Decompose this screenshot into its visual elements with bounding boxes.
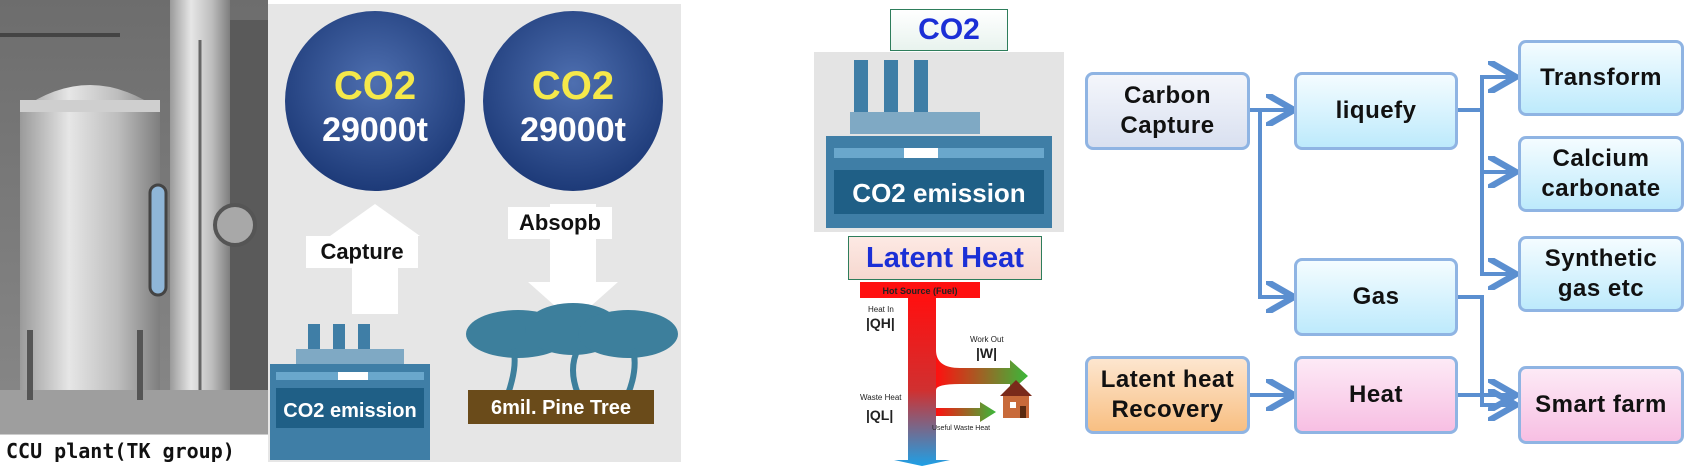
middle-factory-label: CO2 emission	[852, 178, 1025, 208]
photo-caption: CCU plant(TK group)	[0, 434, 268, 466]
transform-label: Transform	[1540, 64, 1662, 91]
factory-label: CO2 emission	[283, 400, 416, 422]
tree-label: 6mil. Pine Tree	[491, 397, 631, 419]
left-circle-amount: 29000t	[322, 111, 428, 149]
left-circle-co2: CO2	[334, 64, 416, 108]
capture-label: Capture	[306, 236, 418, 268]
right-co2-circle	[483, 11, 663, 191]
co2-title: CO2	[890, 9, 1008, 51]
heat-in-symbol: |QH|	[866, 315, 895, 331]
pine-tree-icon	[466, 303, 678, 424]
house-icon	[1000, 380, 1032, 418]
capture-absorb-graphic: CO2 29000t CO2 29000t CO2 emission 6	[270, 11, 678, 460]
synthetic-gas-box: Synthetic gas etc	[1518, 236, 1684, 312]
right-circle-amount: 29000t	[520, 111, 626, 149]
middle-factory-graphic: CO2 emission	[814, 52, 1064, 232]
liquefy-box: liquefy	[1294, 72, 1458, 150]
calcium-carbonate-box: Calcium carbonate	[1518, 136, 1684, 212]
ccu-plant-photo: CCU plant(TK group)	[0, 0, 268, 466]
heat-engine-diagram: Hot Source (Fuel) Heat In |QH| Work Out …	[860, 282, 1032, 466]
arrow-capture-to-gas	[1258, 110, 1290, 297]
factory-icon	[270, 324, 430, 460]
calcium-carbonate-label: Calcium carbonate	[1541, 145, 1661, 202]
absorb-label: Absopb	[508, 207, 612, 239]
gas-box: Gas	[1294, 258, 1458, 336]
latent-heat-recovery-label: Latent heat Recovery	[1100, 366, 1235, 423]
heat-label: Heat	[1348, 381, 1404, 408]
latent-heat-recovery-box: Latent heat Recovery	[1085, 356, 1250, 434]
capture-vs-absorb-panel: CO2 29000t CO2 29000t CO2 emission 6	[268, 4, 681, 462]
arrow-liquefy-to-calcium	[1480, 110, 1512, 172]
liquefy-label: liquefy	[1335, 97, 1417, 124]
left-co2-circle	[285, 11, 465, 191]
gas-label: Gas	[1352, 283, 1400, 310]
smart-farm-box: Smart farm	[1518, 366, 1684, 444]
heat-box: Heat	[1294, 356, 1458, 434]
transform-box: Transform	[1518, 40, 1684, 116]
work-out-symbol: |W|	[976, 345, 997, 361]
arrow-liquefy-to-transform	[1458, 77, 1512, 112]
ccu-plant-image	[0, 0, 268, 466]
carbon-capture-box: Carbon Capture	[1085, 72, 1250, 150]
arrow-liquefy-to-synthetic	[1480, 172, 1512, 274]
arrow-gas-to-smartfarm	[1458, 295, 1512, 405]
useful-waste-heat-label: Useful Waste Heat	[932, 425, 990, 432]
hot-source-label: Hot Source (Fuel)	[882, 286, 957, 296]
right-circle-co2: CO2	[532, 64, 614, 108]
synthetic-gas-label: Synthetic gas etc	[1544, 245, 1658, 302]
smart-farm-label: Smart farm	[1535, 391, 1667, 418]
latent-heat-title: Latent Heat	[848, 236, 1042, 280]
waste-heat-label: Waste Heat	[860, 393, 902, 402]
carbon-capture-label: Carbon Capture	[1120, 82, 1215, 139]
waste-heat-symbol: |QL|	[866, 407, 893, 423]
heat-in-label: Heat In	[868, 305, 894, 314]
work-out-label: Work Out	[970, 335, 1004, 344]
